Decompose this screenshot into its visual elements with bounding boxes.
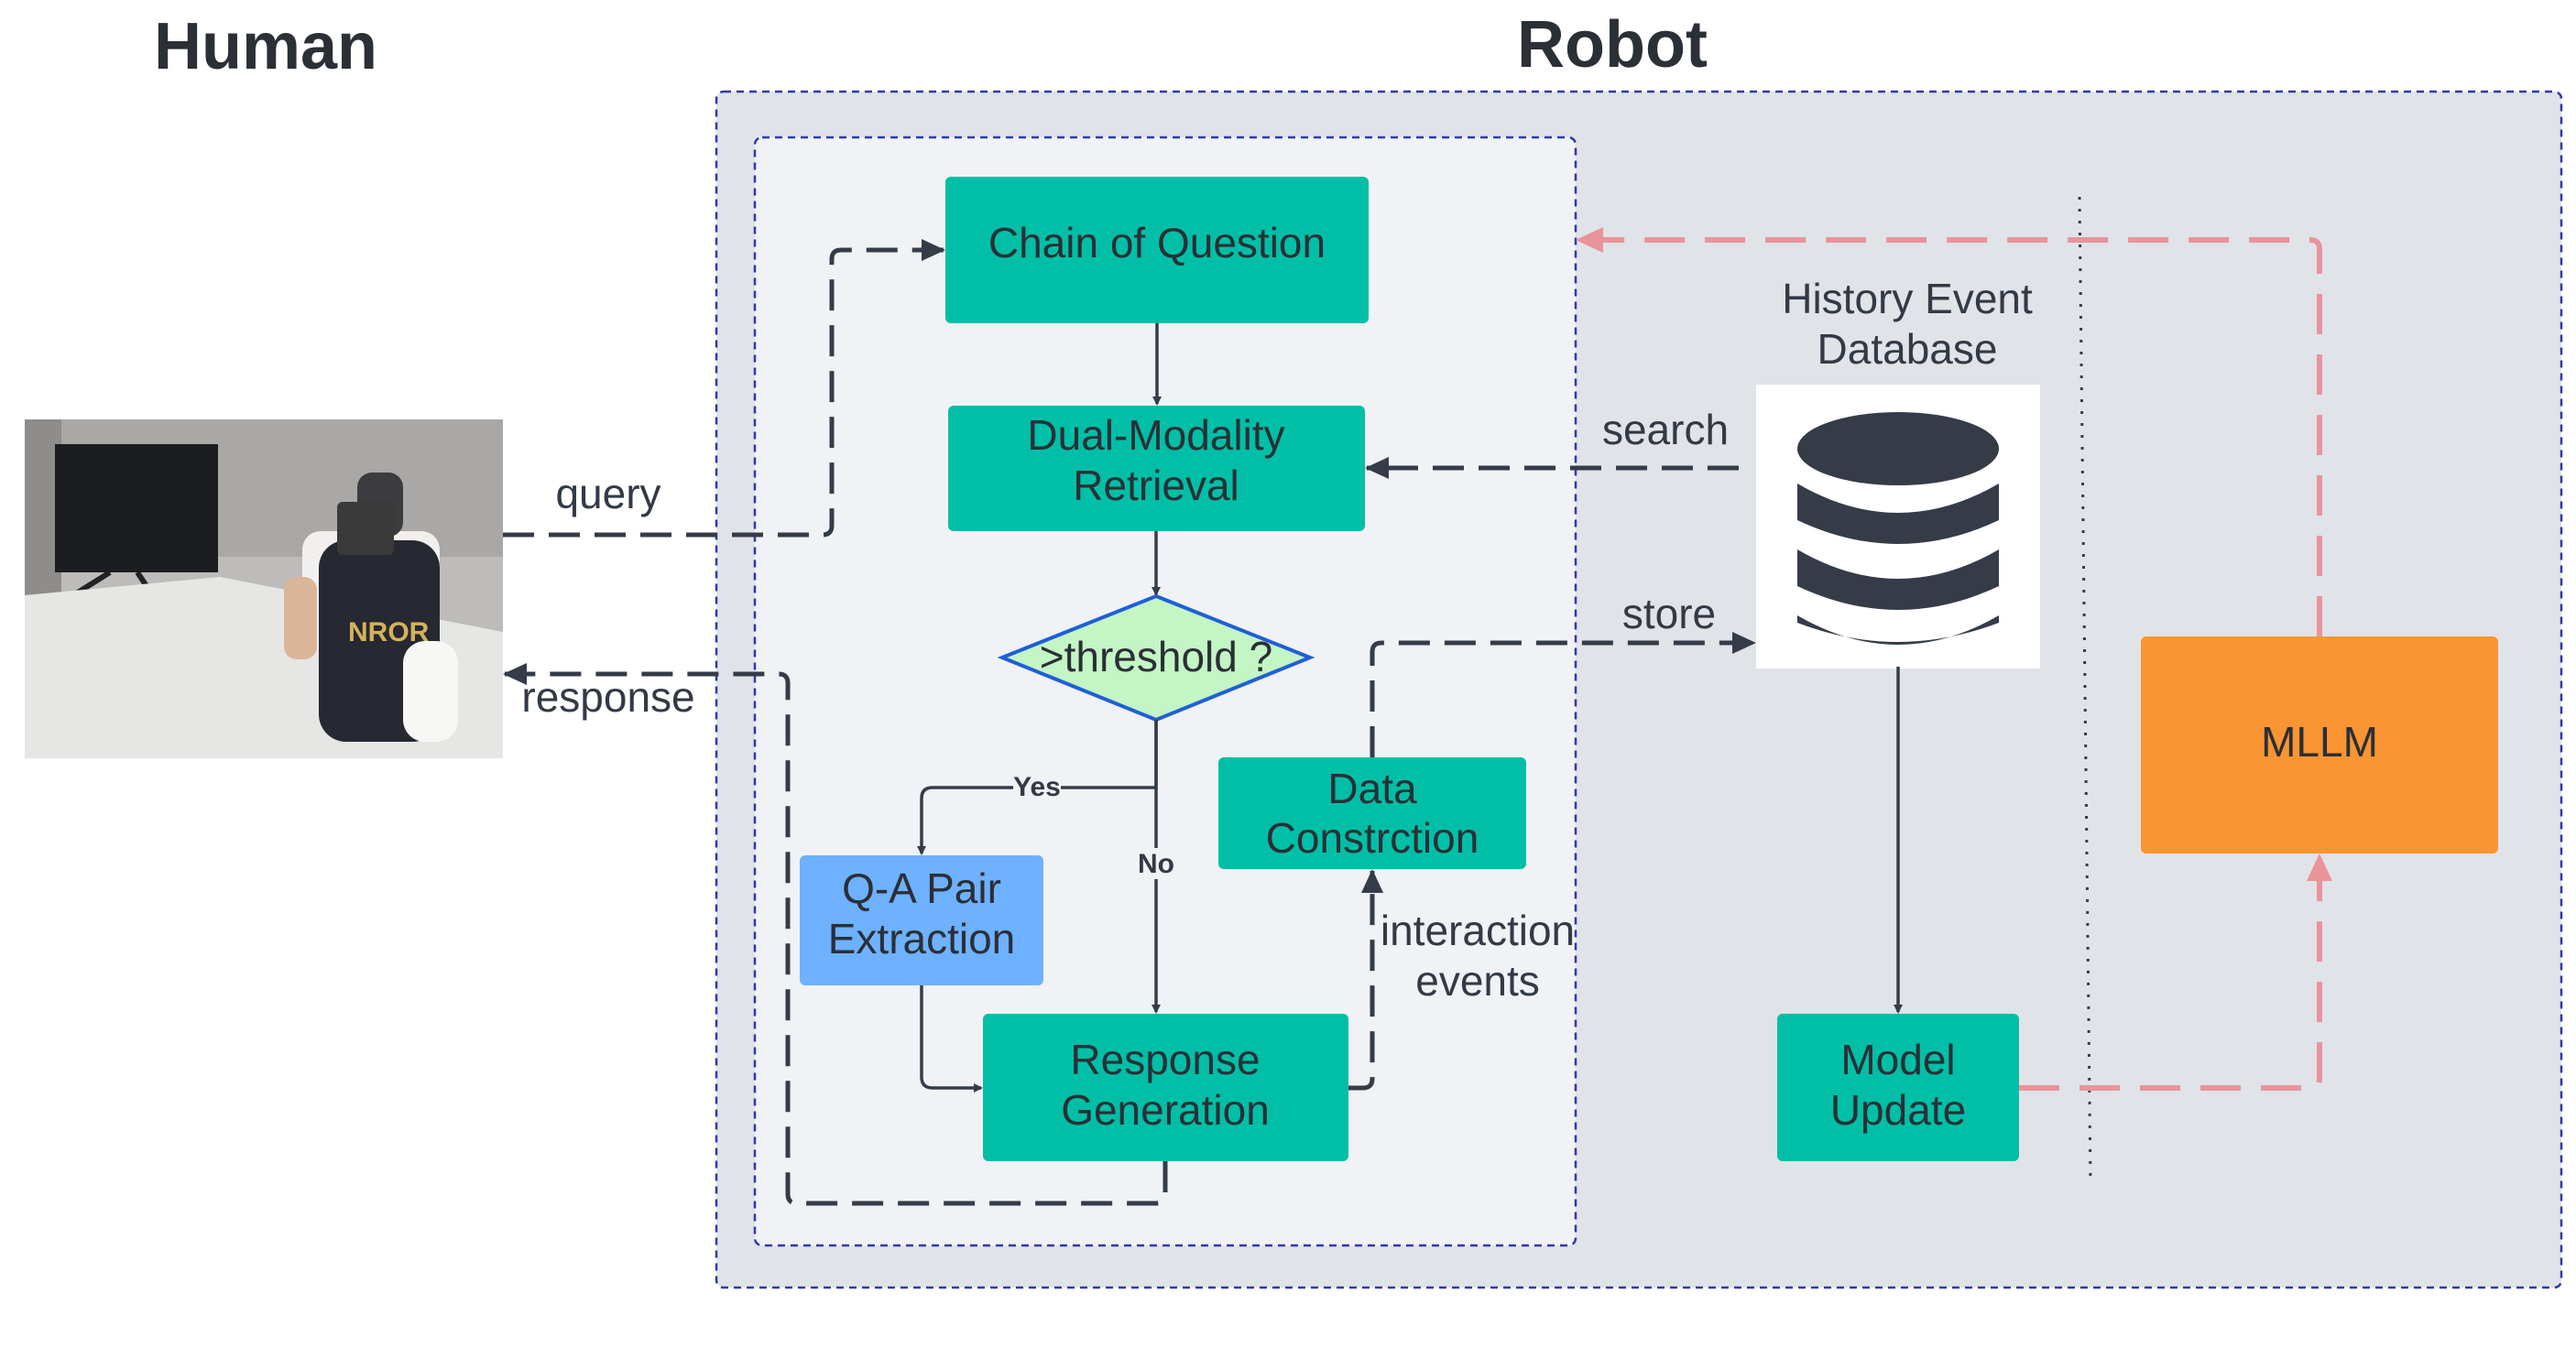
query-label: query [555,470,660,517]
edge-qa-to-response [920,985,983,1093]
edge-mllm-to-pipeline [1576,227,2322,636]
data-construction-label-2: Constrction [1266,814,1479,862]
qa-pair-box [800,855,1043,985]
edge-model-update-to-mllm [2019,853,2332,1091]
edge-query [503,239,945,538]
yes-label: Yes [1013,772,1061,802]
edge-response [503,663,1168,1206]
edge-interaction-events [1348,869,1383,1091]
dual-modality-box [948,406,1365,531]
chain-of-question-label: Chain of Question [988,219,1326,266]
model-update-label-1: Model [1840,1036,1955,1083]
response-generation-box [983,1014,1348,1161]
search-label: search [1602,406,1729,453]
qa-pair-label-1: Q-A Pair [842,864,1001,912]
human-section-title: Human [154,10,377,83]
threshold-label: >threshold ? [1040,633,1272,680]
model-update-box [1777,1014,2019,1161]
store-label: store [1622,590,1716,637]
history-db-label-2: Database [1817,325,1998,373]
response-label: response [521,673,694,721]
chain-of-question-box [945,177,1369,323]
response-generation-label-1: Response [1070,1036,1260,1083]
edge-store [1370,632,1756,757]
mllm-label: MLLM [2261,718,2378,766]
photo-human-at-desk: NROR [25,419,503,758]
svg-text:NROR: NROR [348,617,430,647]
interaction-events-label-2: events [1415,957,1540,1005]
edge-threshold-yes [917,720,1158,855]
no-label: No [1138,849,1174,879]
mllm-box [2141,636,2498,853]
history-db-label-1: History Event [1782,275,2033,322]
data-construction-label-1: Data [1327,765,1417,812]
interaction-events-label-1: interaction [1381,907,1575,954]
data-construction-box [1218,757,1526,869]
dual-modality-label-2: Retrieval [1073,462,1239,509]
dual-modality-label-1: Dual-Modality [1027,411,1284,459]
response-generation-label-2: Generation [1061,1086,1270,1134]
qa-pair-label-2: Extraction [828,915,1016,962]
model-update-label-2: Update [1830,1086,1966,1134]
robot-section-title: Robot [1517,8,1708,82]
database-icon [1797,412,1999,645]
